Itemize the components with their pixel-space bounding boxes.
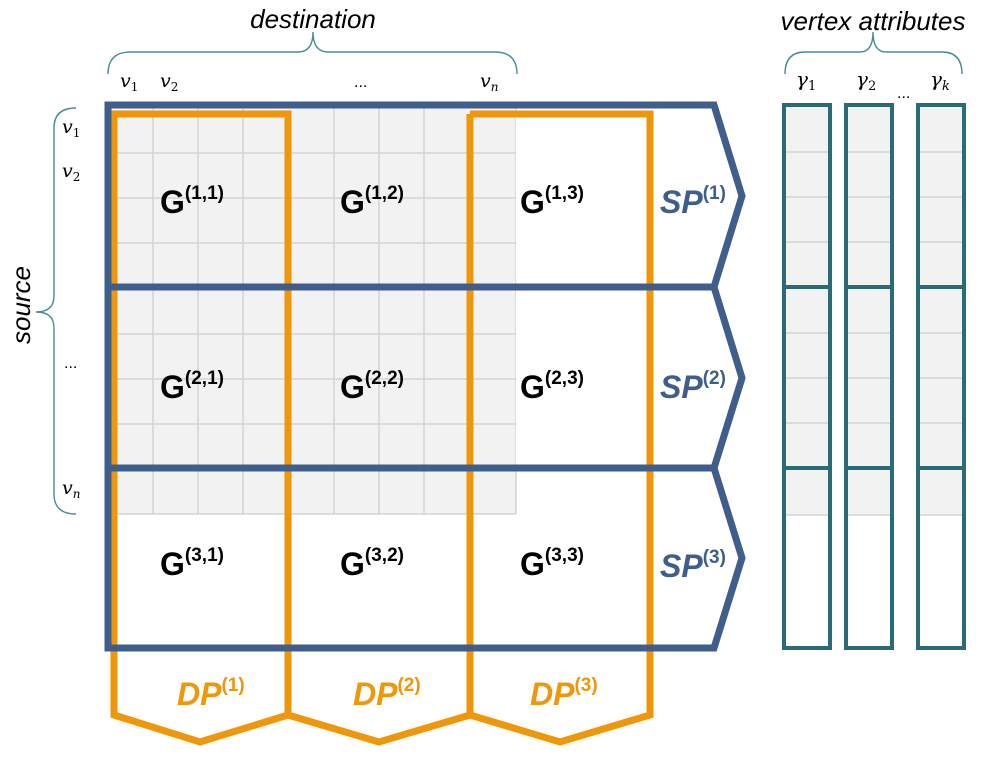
empty-area-1-3 [516,116,649,286]
dest-partition-label-3: DP(3) [530,675,598,712]
adjacency-grid [108,108,517,515]
attribute-label-k: γk [930,67,950,94]
dest-vertex-label-n: vn [480,70,498,94]
block-label-3-3: G(3,3) [520,545,584,582]
dest-vertex-label-2: v2 [160,70,178,94]
attribute-column-2 [844,103,894,650]
empty-area-2-3 [516,290,649,466]
dest-vertex-dots: ... [354,74,367,91]
destination-partitions [110,110,654,746]
dest-partition-label-2: DP(2) [353,675,421,712]
src-vertex-label-1: v1 [62,116,80,140]
block-label-3-2: G(3,2) [340,545,404,582]
src-vertex-label-2: v2 [62,160,80,184]
source-label: source [6,266,36,344]
destination-label: destination [250,4,376,34]
vertex-attributes-brace [784,31,963,75]
block-label-1-2: G(1,2) [340,183,404,220]
dest-partition-label-1: DP(1) [177,675,245,712]
source-partition-label-2: SP(2) [660,368,726,405]
source-partition-label-3: SP(3) [660,547,726,584]
attribute-column-1 [782,103,832,650]
attribute-dots: ... [897,85,910,102]
src-vertex-dots: ... [64,355,77,372]
adjacency-cells-fill [108,108,516,514]
src-vertex-label-n: vn [62,477,80,501]
vertex-attributes-label: vertex attributes [781,6,966,36]
attribute-label-1: γ1 [796,67,816,94]
dest-partition-3 [466,110,654,746]
source-partitions [104,101,746,652]
attribute-column-k [916,103,966,650]
dest-vertex-label-1: v1 [120,70,138,94]
source-partition-3 [104,105,746,652]
attribute-label-2: γ2 [856,67,876,94]
block-label-2-2: G(2,2) [340,368,404,405]
block-label-1-3: G(1,3) [520,183,584,220]
source-brace [35,107,77,515]
dest-partition-1 [110,110,292,746]
block-label-2-3: G(2,3) [520,368,584,405]
block-label-3-1: G(3,1) [160,545,224,582]
source-partition-label-1: SP(1) [660,183,726,220]
block-label-1-1: G(1,1) [160,183,224,220]
block-label-2-1: G(2,1) [160,368,224,405]
destination-brace [107,31,518,75]
